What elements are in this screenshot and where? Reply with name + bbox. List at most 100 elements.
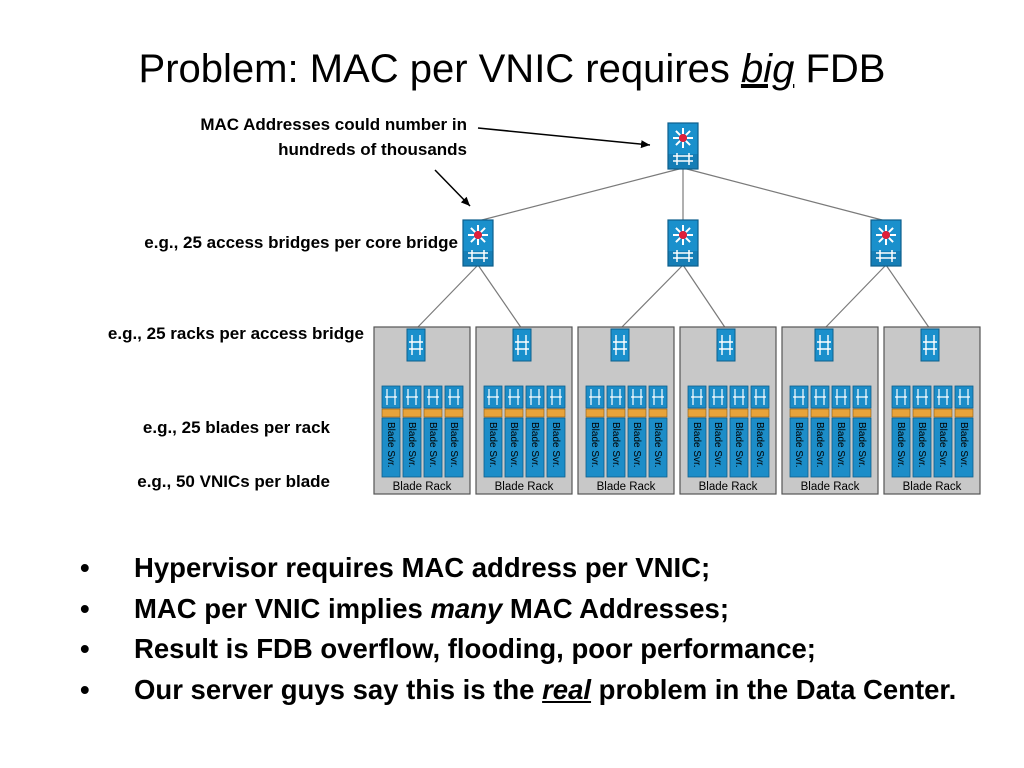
- blade-body: [687, 417, 707, 478]
- blade-body: [483, 417, 503, 478]
- blade-vswitch-arrows: [487, 389, 499, 405]
- blade-vswitch-arrows: [835, 389, 847, 405]
- blade-vswitch-arrows: [793, 389, 805, 405]
- blade-vswitch-arrows: [754, 389, 766, 405]
- bridge-ray: [675, 140, 681, 146]
- blade-vswitch-arrows: [631, 389, 643, 405]
- blade-label: Blade Svr.: [652, 422, 663, 468]
- blade-label: Blade Svr.: [754, 422, 765, 468]
- blade-nic: [402, 408, 422, 418]
- bullet-item-1: •Hypervisor requires MAC address per VNI…: [76, 548, 996, 589]
- blade-body: [750, 417, 770, 478]
- bridge-ray: [470, 227, 476, 233]
- blade-nic: [483, 408, 503, 418]
- blade-body: [852, 417, 872, 478]
- rack-switch: [814, 328, 834, 362]
- bullet-item-4: •Our server guys say this is the real pr…: [76, 670, 996, 711]
- blade-body: [381, 417, 401, 478]
- blade-nic: [810, 408, 830, 418]
- blade-nic: [912, 408, 932, 418]
- mac-callout-arrow-to-access: [434, 169, 471, 207]
- bridge-port-arrows: [468, 250, 488, 262]
- blade-label: Blade Svr.: [427, 422, 438, 468]
- blade-nic: [750, 408, 770, 418]
- blade-nic: [585, 408, 605, 418]
- blade-body: [504, 417, 524, 478]
- blade-server: Blade Svr.: [381, 385, 401, 478]
- blade-server: Blade Svr.: [444, 385, 464, 478]
- bullet-marker: •: [80, 673, 90, 705]
- rack-switch: [406, 328, 426, 362]
- rack-switch-body: [406, 328, 426, 362]
- bridge-hub: [474, 231, 482, 239]
- blade-vswitch-arrows: [733, 389, 745, 405]
- blade-body: [627, 417, 647, 478]
- bridge-ray: [480, 227, 486, 233]
- rack-switch-arrows: [515, 335, 529, 355]
- bridge-ray: [878, 227, 884, 233]
- rack-label: Blade Rack: [597, 481, 656, 493]
- blade-nic: [444, 408, 464, 418]
- bridge-ray: [888, 227, 894, 233]
- blade-server: Blade Svr.: [891, 385, 911, 478]
- access-bridges-label: e.g., 25 access bridges per core bridge: [144, 233, 458, 252]
- blade-server: Blade Svr.: [831, 385, 851, 478]
- blade-server: Blade Svr.: [402, 385, 422, 478]
- bullet-text: MAC per VNIC implies: [134, 592, 431, 624]
- rack-switch-arrows: [923, 335, 937, 355]
- blade-nic: [852, 408, 872, 418]
- bullet-text: Our server guys say this is the: [134, 673, 543, 705]
- blade-body: [729, 417, 749, 478]
- blade-vswitch-arrows: [385, 389, 397, 405]
- blade-body: [789, 417, 809, 478]
- blade-nic: [648, 408, 668, 418]
- blade-server: Blade Svr.: [585, 385, 605, 478]
- blade-server: Blade Svr.: [750, 385, 770, 478]
- slide-title: Problem: MAC per VNIC requires big FDB: [0, 45, 1024, 93]
- blade-label: Blade Svr.: [406, 422, 417, 468]
- blade-nic: [546, 408, 566, 418]
- bridge-hub: [882, 231, 890, 239]
- bridge-ray: [675, 130, 681, 136]
- blade-vswitch-arrows: [856, 389, 868, 405]
- bullet-text-end: problem in the Data Center.: [591, 673, 957, 705]
- blade-body: [708, 417, 728, 478]
- callout-arrows: [434, 127, 651, 207]
- rack-label: Blade Rack: [495, 481, 554, 493]
- bridges: [406, 122, 940, 362]
- blade-nic: [504, 408, 524, 418]
- blade-racks: Blade Rack Blade Svr. Blade Svr. Blade Svr.…: [373, 326, 981, 495]
- title-emphasis: big: [740, 46, 795, 91]
- bridge-ray: [685, 130, 691, 136]
- blade-label: Blade Svr.: [835, 422, 846, 468]
- bridge-hub: [679, 231, 687, 239]
- bridge-port-arrows: [673, 250, 693, 262]
- mac-callout-line-1: MAC Addresses could number in: [200, 115, 467, 134]
- blade-server: Blade Svr.: [912, 385, 932, 478]
- blade-body: [546, 417, 566, 478]
- rack-switch-arrows: [613, 335, 627, 355]
- rack-label: Blade Rack: [393, 481, 452, 493]
- rack-switch-arrows: [719, 335, 733, 355]
- blade-body: [585, 417, 605, 478]
- access-bridge: [870, 219, 902, 267]
- blade-label: Blade Svr.: [691, 422, 702, 468]
- blade-nic: [627, 408, 647, 418]
- blade-vswitch-arrows: [610, 389, 622, 405]
- blade-body: [648, 417, 668, 478]
- blade-label: Blade Svr.: [895, 422, 906, 468]
- blade-server: Blade Svr.: [729, 385, 749, 478]
- blade-vswitch-arrows: [814, 389, 826, 405]
- blade-label: Blade Svr.: [448, 422, 459, 468]
- blade-label: Blade Svr.: [631, 422, 642, 468]
- vnics-label: e.g., 50 VNICs per blade: [137, 472, 330, 491]
- blade-vswitch-arrows: [529, 389, 541, 405]
- blade-server: Blade Svr.: [648, 385, 668, 478]
- rack-switch: [512, 328, 532, 362]
- blade-nic: [381, 408, 401, 418]
- access-rack-link: [885, 264, 931, 330]
- blade-label: Blade Svr.: [589, 422, 600, 468]
- core-access-link: [682, 167, 887, 222]
- bridge-ray: [675, 237, 681, 243]
